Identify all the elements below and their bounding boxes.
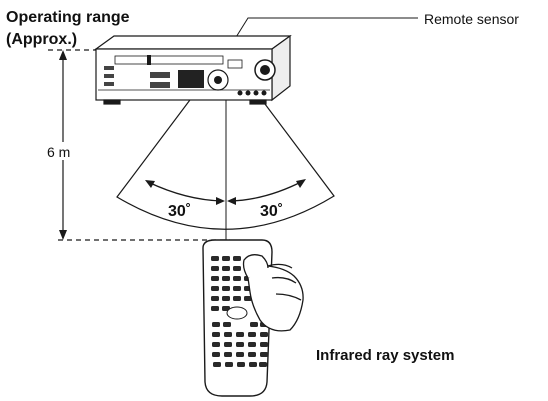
remote-button [212,342,220,347]
receiver-display [114,55,224,65]
remote-button [223,322,231,327]
distance-label: 6 m [47,144,70,160]
operating-range-subtitle: (Approx.) [6,31,77,48]
receiver-foot-right [249,99,267,105]
volume-knob-small-center [214,76,222,84]
distance-label-bg [44,142,84,160]
receiver-button-1 [104,66,114,70]
receiver-foot-left [103,99,121,105]
receiver-top [94,35,292,50]
remote-button [222,286,230,291]
hand [242,254,304,332]
angle-arc-right [229,180,304,202]
receiver-unit [94,34,292,105]
angle-arrowhead-right-outer [296,179,306,188]
remote-button-grid [211,256,268,367]
remote-dpad [226,306,248,320]
angle-label-left: 30˚ [168,203,191,220]
angle-arrowhead-right-inner [227,197,236,205]
remote-button [233,296,241,301]
remote-button [222,296,230,301]
receiver-slot [227,59,243,69]
angle-arc-left [147,181,223,202]
remote-button [222,266,230,271]
jack-1 [237,90,243,96]
remote-button [222,256,230,261]
remote-button [244,296,252,301]
receiver-button-3 [104,82,114,86]
angle-arrowhead-left-inner [216,197,225,205]
remote-button [211,306,219,311]
remote-button [225,362,233,367]
remote-button [211,266,219,271]
remote-button [236,332,244,337]
remote-button [224,352,232,357]
remote-button [233,286,241,291]
jack-2 [245,90,251,96]
remote-button [233,276,241,281]
remote-sensor-label: Remote sensor [424,11,519,27]
hand-finger-line-3 [275,293,302,301]
remote-button [211,286,219,291]
jack-4 [261,90,267,96]
remote-button [233,266,241,271]
system-caption: Infrared ray system [316,347,454,364]
remote-button [248,332,256,337]
remote-button [212,322,220,327]
remote-button [224,342,232,347]
remote-sensor-window [147,55,151,65]
remote-button [237,362,245,367]
remote-button [260,332,268,337]
remote-button [236,352,244,357]
remote-button [211,296,219,301]
receiver-button-5 [150,82,170,88]
angle-label-right: 30˚ [260,203,283,220]
remote-button [248,352,256,357]
jack-3 [253,90,259,96]
receiver-button-2 [104,74,114,78]
hand-finger-line-1 [267,263,293,269]
remote-button [248,342,256,347]
remote-button [233,256,241,261]
angle-arrowhead-left-outer [145,180,155,188]
volume-knob-large-center [260,65,270,75]
remote-button [260,342,268,347]
remote-button [212,332,220,337]
remote-button [250,322,258,327]
remote-button [211,276,219,281]
remote-button [236,342,244,347]
remote-button [211,256,219,261]
remote-button [212,352,220,357]
remote-button [222,276,230,281]
remote-button [213,362,221,367]
hand-thumb [242,254,269,279]
remote-button [260,352,268,357]
remote-button [224,332,232,337]
remote-button [259,362,267,367]
receiver-input-panel [178,70,204,88]
operating-range-title: Operating range [6,9,130,26]
hand-finger-line-2 [271,276,297,284]
remote-button [249,362,257,367]
receiver-button-4 [150,72,170,78]
